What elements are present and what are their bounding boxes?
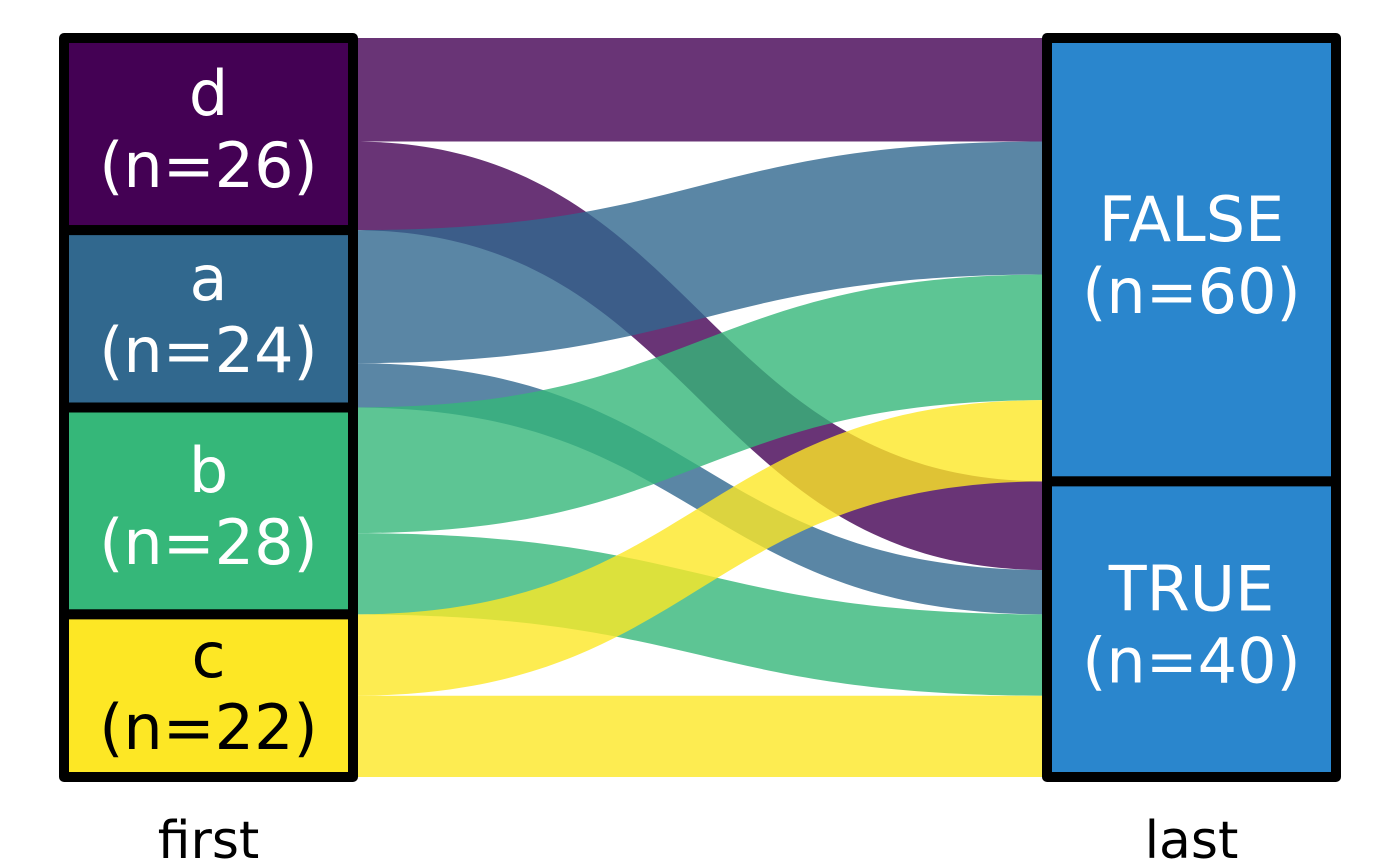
left-node-rect-c <box>59 609 358 782</box>
left-node-count-d: (n=26) <box>99 129 318 202</box>
right-node-false: FALSE(n=60) <box>1042 33 1341 487</box>
axis-labels: first last <box>158 811 1239 866</box>
left-node-count-c: (n=22) <box>99 691 318 764</box>
left-node-rect-b <box>59 402 358 620</box>
right-node-rect-true <box>1042 476 1341 782</box>
flows-layer <box>353 38 1047 777</box>
right-node-name-true: TRUE <box>1108 552 1275 625</box>
left-node-rect-a <box>59 225 358 413</box>
nodes-layer: d(n=26)a(n=24)b(n=28)c(n=22)FALSE(n=60)T… <box>59 33 1341 782</box>
left-node-count-a: (n=24) <box>99 314 318 387</box>
left-node-name-b: b <box>189 434 228 507</box>
flow-b-to-false <box>353 274 1047 534</box>
left-node-count-b: (n=28) <box>99 506 318 579</box>
right-node-true: TRUE(n=40) <box>1042 476 1341 782</box>
right-node-count-true: (n=40) <box>1082 624 1301 697</box>
left-node-d: d(n=26) <box>59 33 358 236</box>
left-node-name-a: a <box>190 242 228 315</box>
flow-c-to-false <box>353 400 1047 696</box>
axis-label-first: first <box>158 811 260 866</box>
flow-b-to-true <box>353 533 1047 696</box>
right-node-rect-false <box>1042 33 1341 487</box>
left-node-b: b(n=28) <box>59 402 358 620</box>
left-node-c: c(n=22) <box>59 609 358 782</box>
right-node-name-false: FALSE <box>1099 183 1284 256</box>
flow-d-to-false <box>353 38 1047 142</box>
left-node-a: a(n=24) <box>59 225 358 413</box>
flow-a-to-false <box>353 141 1047 364</box>
right-node-count-false: (n=60) <box>1082 255 1301 328</box>
flow-c-to-true <box>353 695 1047 777</box>
axis-label-last: last <box>1145 811 1239 866</box>
left-node-name-d: d <box>189 57 228 130</box>
left-node-name-c: c <box>191 619 225 692</box>
